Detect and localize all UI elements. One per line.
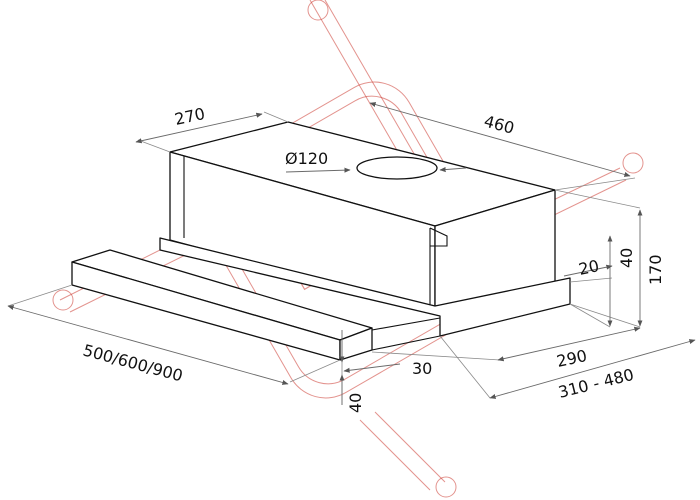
label-20: 20 <box>577 256 601 279</box>
hood-body <box>169 121 556 313</box>
extension-line <box>569 303 641 328</box>
dim-line-270 <box>135 112 263 144</box>
extension-line <box>554 189 641 209</box>
extension-line <box>439 335 491 399</box>
front-panel-edge <box>371 335 441 351</box>
watermark-ring <box>307 0 329 21</box>
dim-line-diameter-right <box>439 167 467 173</box>
dim-line-20 <box>563 264 613 277</box>
label-170: 170 <box>646 254 665 285</box>
watermark-ring <box>435 476 457 498</box>
hood-notch <box>429 227 448 247</box>
tray-side <box>159 237 571 337</box>
extension-line <box>137 139 171 153</box>
extension-line <box>263 111 289 123</box>
watermark-ring <box>622 152 644 174</box>
extension-line <box>371 351 501 361</box>
label-290: 290 <box>555 346 589 371</box>
extension-line <box>289 359 341 383</box>
label-270: 270 <box>173 104 207 129</box>
label-diameter: Ø120 <box>285 149 328 168</box>
dim-line-460 <box>369 102 631 177</box>
dim-line-310-480 <box>489 339 696 399</box>
extension-line <box>569 277 613 283</box>
duct-outlet <box>356 156 438 180</box>
extension-line <box>554 177 636 191</box>
dimension-lines <box>7 102 696 405</box>
label-40-front: 40 <box>346 393 365 413</box>
dim-line-30 <box>343 363 401 373</box>
front-panel-edge <box>371 317 441 331</box>
watermark-line <box>359 419 431 491</box>
watermark-ring <box>52 289 74 311</box>
label-30: 30 <box>412 359 432 378</box>
extension-line <box>7 284 73 307</box>
label-310-480: 310 - 480 <box>556 365 635 402</box>
dim-line-diameter-left <box>285 167 351 173</box>
label-widths: 500/600/900 <box>81 341 185 386</box>
label-40-side: 40 <box>617 248 636 268</box>
extension-line <box>569 303 611 328</box>
dim-line-widths <box>7 305 289 385</box>
watermark-line <box>374 411 446 483</box>
label-460: 460 <box>482 112 516 138</box>
